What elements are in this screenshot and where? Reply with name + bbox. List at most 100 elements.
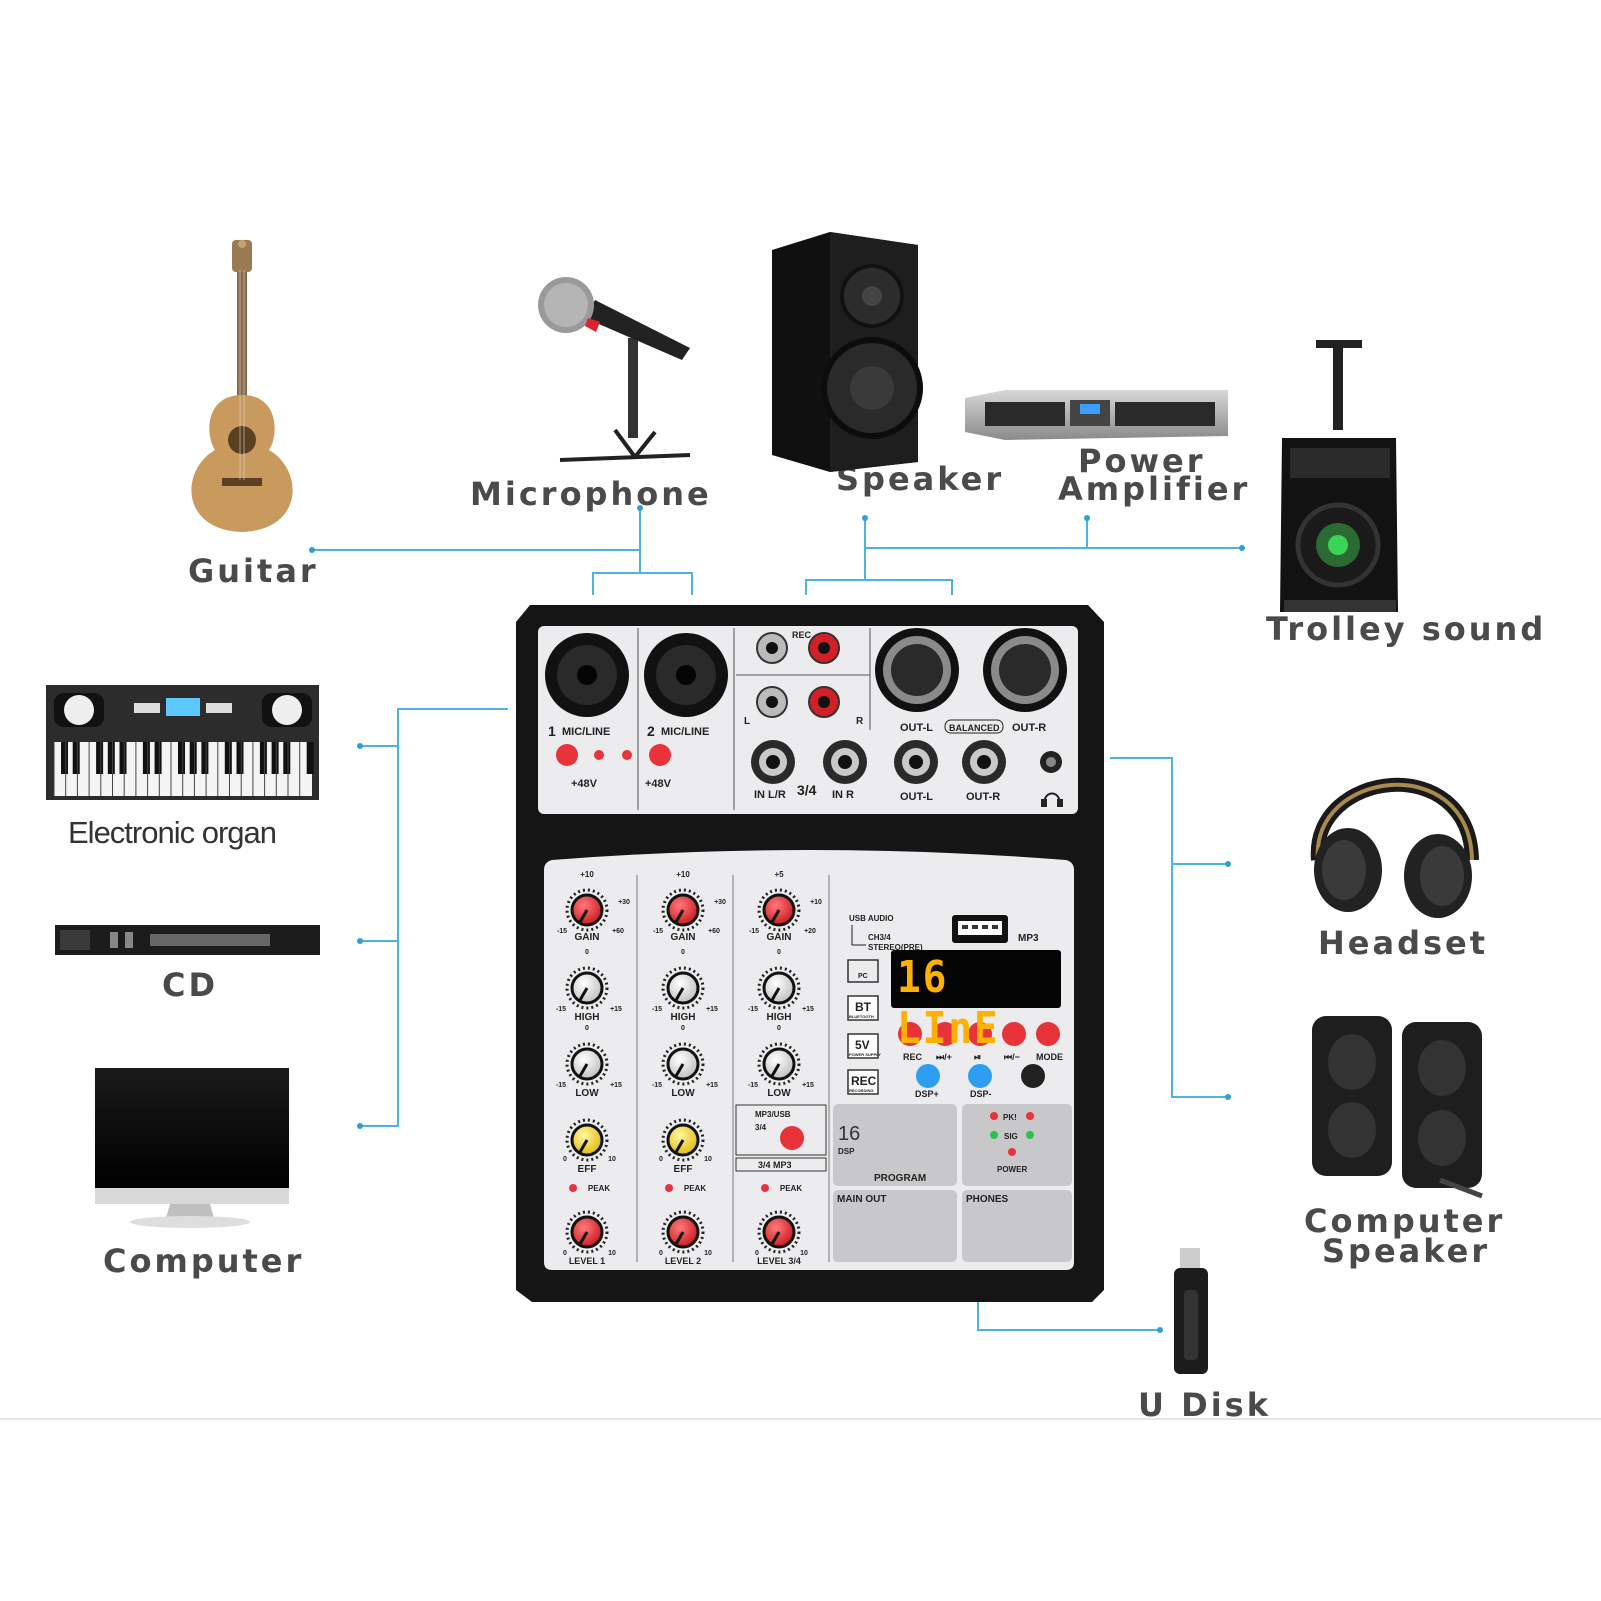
mp3-prev-button[interactable] [1002, 1022, 1026, 1046]
level-knob-ch3[interactable] [757, 1210, 801, 1254]
mp3-mode-button[interactable] [1036, 1022, 1060, 1046]
organ-black-key [283, 742, 291, 774]
gain-knob-ch2[interactable] [661, 888, 705, 932]
usb-port[interactable] [952, 915, 1008, 943]
gain-label-ch2: GAIN [671, 932, 696, 943]
eff-scale-min-ch1: 0 [563, 1156, 567, 1163]
gain-knob-ch1[interactable] [565, 888, 609, 932]
organ-black-key [178, 742, 185, 774]
gain-scale-right-ch2: +30 [714, 899, 726, 906]
level-knob-ch2[interactable] [661, 1210, 705, 1254]
u-disk-icon [1174, 1248, 1208, 1374]
electronic-organ-icon [46, 685, 319, 800]
dsp-plus-label: DSP+ [915, 1089, 939, 1099]
high-scale-max-ch2: +15 [706, 1006, 718, 1013]
jack-in-r[interactable] [823, 740, 867, 784]
low-knob-ch3[interactable] [757, 1042, 801, 1086]
ch1-mic-line: MIC/LINE [562, 726, 610, 738]
rca-rec-r[interactable] [808, 632, 840, 664]
high-scale-zero-ch2: 0 [681, 949, 685, 956]
peak-led-ch3 [761, 1184, 769, 1192]
ch34-label: 3/4 [797, 782, 817, 798]
high-scale-max-ch3: +15 [802, 1006, 814, 1013]
combo-jack-ch2[interactable] [644, 633, 728, 717]
organ-black-key [224, 742, 232, 774]
mp3-rec-button[interactable] [898, 1022, 922, 1046]
gain-label-ch1: GAIN [575, 932, 600, 943]
gain-scale-max-ch1: +60 [612, 928, 624, 935]
peak-label-ch3: PEAK [780, 1184, 802, 1193]
gain-scale-min-ch1: -15 [557, 928, 567, 935]
low-scale-min-ch2: -15 [652, 1082, 662, 1089]
peak-led-ch2 [665, 1184, 673, 1192]
mp3-buttons [780, 1022, 1060, 1150]
microphone-icon [538, 277, 691, 462]
low-knob-ch2[interactable] [661, 1042, 705, 1086]
peak-label-ch1: PEAK [588, 1184, 610, 1193]
phantom-button-ch1[interactable] [556, 744, 604, 766]
organ-black-key [271, 742, 279, 774]
combo-jack-ch1[interactable] [545, 633, 629, 717]
dsp-plus-button[interactable] [916, 1064, 940, 1088]
level-label-ch2: LEVEL 2 [665, 1256, 701, 1266]
gain-scale-max-ch2: +60 [708, 928, 720, 935]
peak-label-ch2: PEAK [684, 1184, 706, 1193]
eff-knob-ch1[interactable] [565, 1118, 609, 1162]
btn-mode-label: MODE [1036, 1052, 1063, 1062]
rca-in-l[interactable] [756, 686, 788, 718]
gain-knob-ch3[interactable] [757, 888, 801, 932]
low-knob-ch1[interactable] [565, 1042, 609, 1086]
usb-audio-label: USB AUDIO [849, 914, 894, 923]
guitar-label: Guitar [188, 552, 319, 590]
organ-black-key [107, 742, 115, 774]
dsp-minus-label: DSP- [970, 1089, 992, 1099]
ch34-route-label: CH3/4 [868, 933, 891, 942]
high-knob-ch1[interactable] [565, 966, 609, 1010]
eff-scale-max-ch1: 10 [608, 1156, 616, 1163]
rca-rec-l[interactable] [756, 632, 788, 664]
high-scale-min-ch3: -15 [748, 1006, 758, 1013]
computer-speaker-label-1: Computer [1304, 1202, 1506, 1240]
computer-speaker-label-2: Speaker [1322, 1232, 1491, 1270]
xlr-out-l[interactable] [875, 628, 959, 712]
gain-label-ch3: GAIN [767, 932, 792, 943]
mp3-label: MP3 [1018, 933, 1039, 944]
mp3-display: 16 LInE [891, 950, 1061, 1054]
dsp-panel [833, 1104, 1072, 1262]
jack-phones[interactable] [1040, 751, 1062, 773]
level-label-ch1: LEVEL 1 [569, 1256, 605, 1266]
jack-in-lr[interactable] [751, 740, 795, 784]
btn-prev-label: ⏮/− [1004, 1052, 1020, 1062]
organ-black-key [259, 742, 267, 774]
mp3-34-select-button[interactable] [780, 1126, 804, 1150]
jack-out-l[interactable] [894, 740, 938, 784]
gain-scale-right-ch3: +10 [810, 899, 822, 906]
in-r-label: IN R [832, 789, 854, 801]
mp3-play-button[interactable] [968, 1022, 992, 1046]
level-scale-min-ch1: 0 [563, 1250, 567, 1257]
xlr-out-r[interactable] [983, 628, 1067, 712]
display-text: 16 LInE [897, 952, 1000, 1054]
eff-label-ch2: EFF [674, 1164, 693, 1175]
btn-next-label: ⏭/+ [936, 1052, 952, 1062]
rca-in-r[interactable] [808, 686, 840, 718]
fivev-badge: 5V [855, 1038, 870, 1052]
phantom-button-ch2[interactable] [622, 744, 671, 766]
high-knob-ch3[interactable] [757, 966, 801, 1010]
rec-label: REC [792, 630, 812, 640]
mp3-34-label: 3/4 MP3 [758, 1160, 792, 1170]
high-scale-min-ch2: -15 [652, 1006, 662, 1013]
computer-speaker-icon [1312, 1016, 1483, 1199]
level-scale-min-ch3: 0 [755, 1250, 759, 1257]
xlr-out-l-label: OUT-L [900, 722, 933, 734]
high-knob-ch2[interactable] [661, 966, 705, 1010]
power-amplifier-icon [965, 390, 1228, 440]
dsp-minus-button[interactable] [968, 1064, 992, 1088]
eff-knob-ch2[interactable] [661, 1118, 705, 1162]
jack-out-r[interactable] [962, 740, 1006, 784]
phones-label: PHONES [966, 1194, 1009, 1205]
level-knob-ch1[interactable] [565, 1210, 609, 1254]
ch2-phantom-label: +48V [645, 778, 672, 790]
mp3-next-button[interactable] [933, 1022, 957, 1046]
mp3-black-button[interactable] [1021, 1064, 1045, 1088]
